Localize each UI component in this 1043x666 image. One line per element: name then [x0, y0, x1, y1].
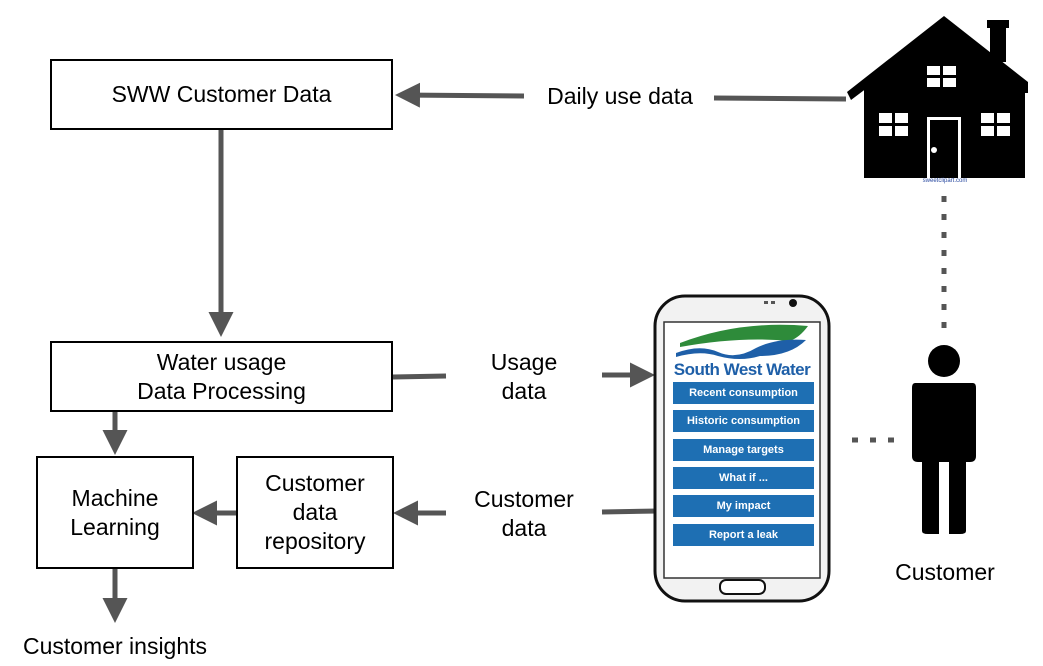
- house-caption: sweetclipart.com: [922, 178, 968, 184]
- my-impact-button[interactable]: My impact: [673, 495, 814, 517]
- customer-label: Customer: [895, 559, 995, 585]
- customer-data-label: Customer data: [474, 486, 574, 541]
- daily-use-data-label: Daily use data: [547, 83, 693, 109]
- south-west-water-logo-icon: [676, 324, 808, 359]
- customer-insights-label: Customer insights: [22, 633, 208, 659]
- customer-data-repository-node: Customer data repository: [236, 456, 394, 569]
- house-icon: [847, 16, 1028, 178]
- manage-targets-button[interactable]: Manage targets: [673, 439, 814, 461]
- sww-customer-data-node: SWW Customer Data: [50, 59, 393, 130]
- person-icon: [912, 345, 976, 534]
- app-brand-title: South West Water: [673, 360, 811, 379]
- historic-consumption-button[interactable]: Historic consumption: [673, 410, 814, 432]
- usage-data-label: Usage data: [490, 349, 558, 404]
- water-usage-processing-node: Water usage Data Processing: [50, 341, 393, 412]
- line-phone-to-label: [601, 508, 659, 515]
- what-if-button[interactable]: What if ...: [673, 467, 814, 489]
- recent-consumption-button[interactable]: Recent consumption: [673, 382, 814, 404]
- line-house-to-label: [713, 95, 847, 102]
- machine-learning-node: Machine Learning: [36, 456, 194, 569]
- arrow-to-sww-customer-data: [395, 82, 525, 108]
- line-processing-to-label: [392, 373, 447, 380]
- report-a-leak-button[interactable]: Report a leak: [673, 524, 814, 546]
